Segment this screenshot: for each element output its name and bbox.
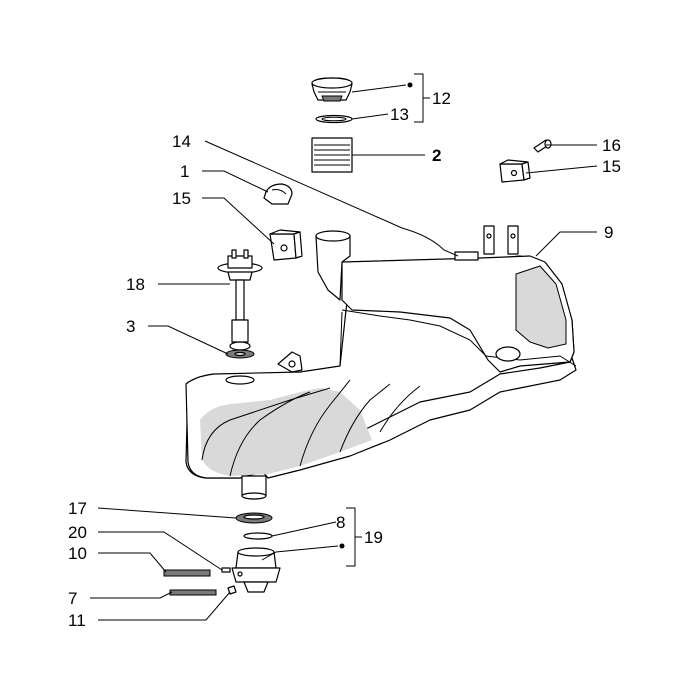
part-20-pin [221,567,231,573]
callout-2: 2 [432,146,441,165]
part-2-filter-sleeve [311,137,353,173]
callout-labels: 12 13 14 16 2 15 1 15 9 18 3 17 8 20 19 … [68,89,621,630]
part-3-gasket [225,349,255,359]
callout-11: 11 [68,611,86,630]
callout-3: 3 [126,317,135,336]
callout-12: 12 [432,89,451,108]
leader-lines [90,73,598,621]
callout-15-left: 15 [172,189,191,208]
part-19-pump-assembly [231,547,281,593]
callout-10: 10 [68,544,87,563]
part-8-o-ring [243,532,273,540]
callout-9: 9 [604,223,613,242]
callout-15-right: 15 [602,157,621,176]
part-10-strip [163,569,211,577]
callout-1: 1 [180,162,189,181]
part-15-bracket-right [499,159,531,183]
callout-13: 13 [390,105,409,124]
callout-14: 14 [172,132,191,151]
part-16-screw [533,139,552,153]
part-17-ring-nut [235,512,273,524]
fuel-tank [185,225,577,500]
part-7-strip [169,589,217,596]
callout-7: 7 [68,589,77,608]
callout-17: 17 [68,499,87,518]
part-1-clamp [263,183,293,205]
part-13-seal-ring [315,114,353,124]
part-15-bracket-left [269,229,303,261]
callout-18: 18 [126,275,145,294]
part-12-filler-cap [311,77,353,102]
callout-16: 16 [602,136,621,155]
part-18-level-sender [217,249,263,351]
callout-20: 20 [68,523,87,542]
callout-19: 19 [364,528,383,547]
callout-8: 8 [336,513,345,532]
